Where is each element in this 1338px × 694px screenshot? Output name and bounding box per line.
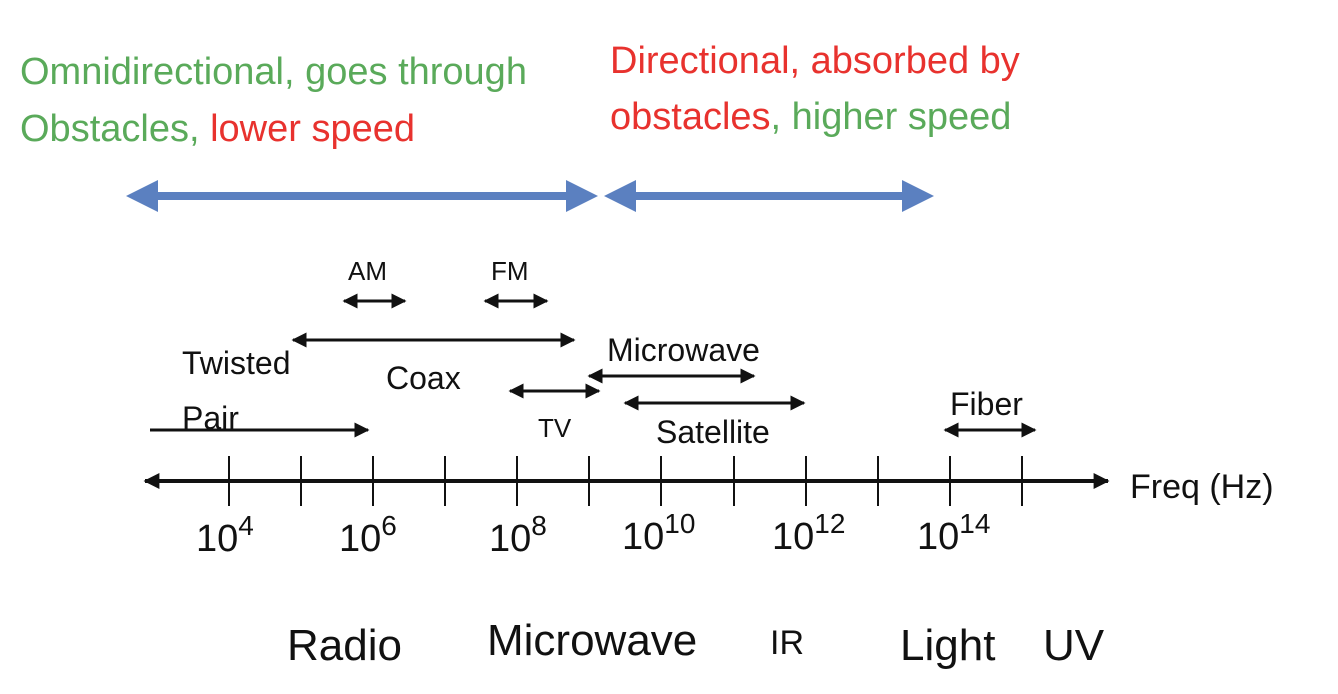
band-light: Light bbox=[900, 621, 996, 670]
tick-label-10e6: 106 bbox=[339, 510, 397, 560]
obstacles-text: Obstacles, bbox=[20, 108, 211, 150]
lower-speed-text: lower speed bbox=[210, 108, 415, 150]
tick-label-10e10: 1010 bbox=[622, 508, 696, 558]
fm-label: FM bbox=[491, 256, 529, 286]
tick-label-10e14: 1014 bbox=[917, 508, 991, 558]
omnidirectional-description-line2: Obstacles, lower speed bbox=[20, 110, 415, 148]
band-ir: IR bbox=[770, 624, 804, 662]
tv-label: TV bbox=[538, 413, 572, 443]
band-radio: Radio bbox=[287, 621, 402, 670]
axis-tick-marks bbox=[228, 456, 1023, 506]
am-label: AM bbox=[348, 256, 387, 286]
tick-label-10e4: 104 bbox=[196, 510, 254, 560]
obstacles-absorbed-text: obstacles bbox=[610, 96, 771, 138]
coax-label: Coax bbox=[386, 360, 461, 396]
omnidirectional-range-arrow bbox=[126, 180, 598, 212]
satellite-label: Satellite bbox=[656, 414, 770, 450]
twisted-label: Twisted bbox=[182, 345, 291, 381]
band-microwave: Microwave bbox=[487, 616, 698, 665]
band-uv: UV bbox=[1043, 621, 1105, 670]
directional-range-arrow bbox=[604, 180, 934, 212]
directional-description-line2: obstacles, higher speed bbox=[610, 98, 1011, 136]
tick-label-10e12: 1012 bbox=[772, 508, 846, 558]
directional-description: Directional, absorbed by bbox=[610, 40, 1020, 82]
axis-label: Freq (Hz) bbox=[1130, 468, 1274, 506]
tick-label-10e8: 108 bbox=[489, 510, 547, 560]
fiber-label: Fiber bbox=[950, 386, 1023, 422]
higher-speed-text: , higher speed bbox=[770, 96, 1012, 138]
microwave-medium-label: Microwave bbox=[607, 332, 760, 368]
pair-label: Pair bbox=[182, 400, 239, 436]
omnidirectional-description: Omnidirectional, goes through bbox=[20, 51, 527, 93]
